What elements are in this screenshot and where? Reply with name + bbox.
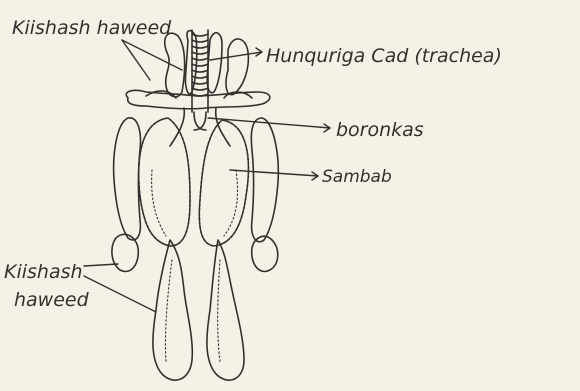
right-lung [199, 120, 248, 246]
label-lungs: Sambab [322, 167, 392, 187]
trachea [192, 30, 208, 112]
label-trachea: Hunquriga Cad (trachea) [266, 45, 502, 67]
label-bronchi: boronkas [336, 119, 424, 141]
clavicular-air-sac [126, 90, 270, 108]
label-air-sacs-top: Kiishash haweed [12, 17, 172, 39]
label-air-sacs-bottom-line2: haweed [14, 289, 90, 311]
label-air-sacs-bottom-line1: Kiishash [4, 261, 83, 283]
right-thoracic-air-sac [251, 118, 278, 271]
left-thoracic-air-sac [112, 118, 141, 272]
bronchi [170, 108, 230, 146]
abdominal-air-sacs [153, 240, 244, 380]
